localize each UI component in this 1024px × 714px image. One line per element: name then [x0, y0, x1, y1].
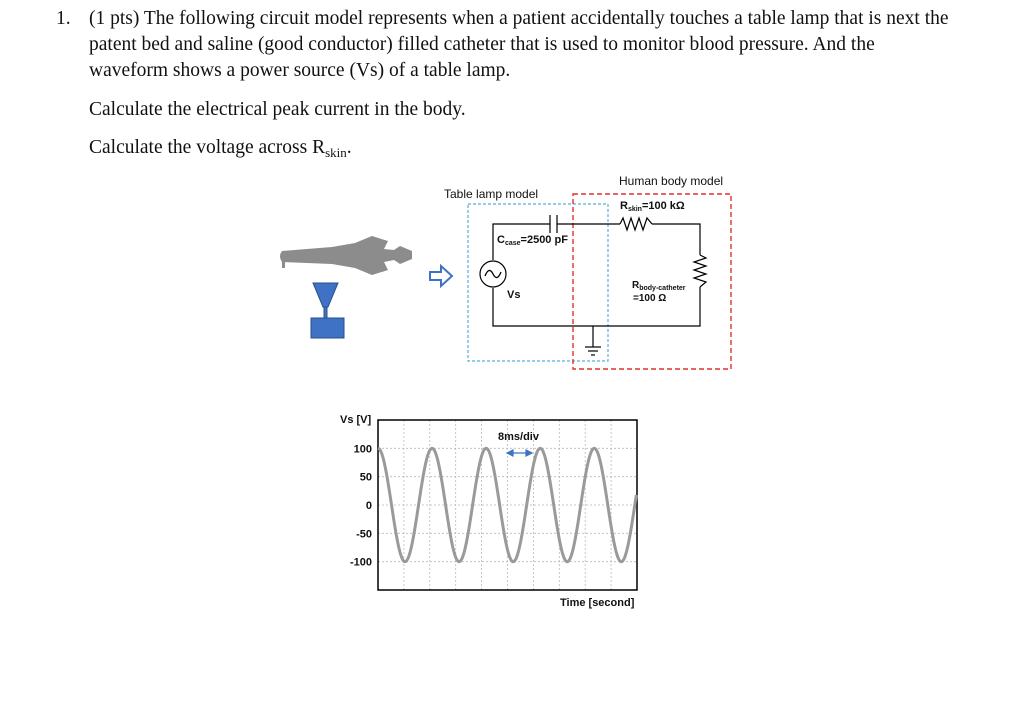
calc2-suffix: .: [346, 137, 352, 158]
rskin-value: =100 kΩ: [642, 200, 685, 212]
y-tick-label: -50: [356, 528, 372, 540]
rbody-label: Rbody-catheter: [632, 280, 686, 292]
waveform-chart: 100 50 0 -50 -100 Vs [V] Time [second] 8ms/d…: [340, 414, 638, 609]
calc-peak-current: Calculate the electrical peak current in…: [89, 99, 466, 120]
human-body-label: Human body model: [619, 174, 723, 188]
rskin-main: R: [620, 200, 628, 212]
y-tick-label: -100: [350, 557, 372, 569]
table-lamp-box: [467, 203, 609, 362]
y-tick-labels: 100 50 0 -50 -100: [350, 443, 372, 568]
x-axis-label: Time [second]: [560, 597, 635, 609]
ccase-main: C: [497, 234, 505, 246]
ground-symbol: [585, 346, 601, 356]
resistor-rskin-symbol: [619, 216, 653, 232]
rskin-sub: skin: [628, 206, 642, 213]
ccase-value: =2500 pF: [521, 234, 569, 246]
rbody-value: =100 Ω: [633, 293, 666, 304]
capacitor-symbol: [549, 215, 558, 233]
waveform-line: [377, 446, 638, 564]
question-text: (1 pts) The following circuit model repr…: [89, 8, 949, 81]
ccase-label: Ccase=2500 pF: [497, 234, 568, 247]
calc2-subscript: skin: [325, 145, 347, 160]
ccase-sub: case: [505, 240, 521, 247]
question-number: 1.: [56, 8, 71, 29]
chart-frame: [377, 419, 638, 591]
arrow-icon: [429, 263, 454, 289]
y-tick-label: 100: [354, 443, 372, 455]
chart-grid: [378, 420, 637, 590]
timebase-arrow-icon: [505, 449, 534, 457]
y-tick-label: 50: [360, 472, 372, 484]
calc-voltage-rskin: Calculate the voltage across Rskin.: [89, 137, 352, 160]
circuit-wires: [492, 223, 701, 347]
ac-source-symbol: [479, 260, 507, 288]
resistor-rbody-symbol: [692, 254, 708, 288]
rbody-sub: body-catheter: [639, 285, 686, 292]
table-lamp-icon: [310, 282, 345, 339]
table-lamp-label: Table lamp model: [444, 187, 538, 201]
timebase-label: 8ms/div: [498, 431, 540, 443]
rbody-main: R: [632, 280, 640, 291]
vs-label: Vs: [507, 289, 520, 301]
y-axis-label: Vs [V]: [340, 414, 372, 426]
human-silhouette-icon: [280, 236, 412, 275]
human-body-box: [572, 193, 732, 370]
calc2-prefix: Calculate the voltage across R: [89, 137, 326, 158]
y-tick-label: 0: [366, 500, 372, 512]
rskin-label: Rskin=100 kΩ: [620, 200, 685, 213]
